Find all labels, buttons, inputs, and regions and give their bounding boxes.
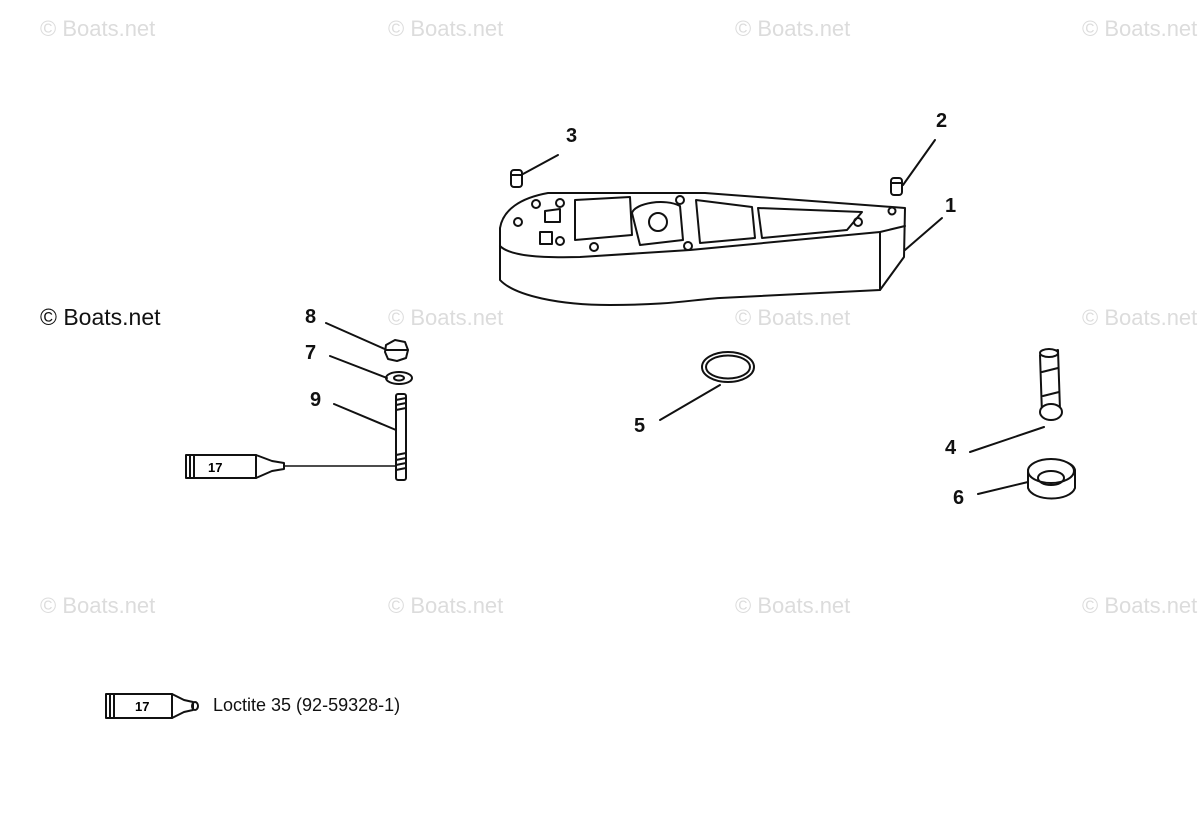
leader-line bbox=[329, 355, 388, 379]
leader-line bbox=[325, 322, 388, 351]
leader-line bbox=[333, 403, 397, 431]
watermark: © Boats.net bbox=[1082, 16, 1198, 41]
stud-part bbox=[395, 393, 407, 481]
legend-tube-number-label: 17 bbox=[135, 699, 149, 714]
leader-line bbox=[977, 481, 1029, 495]
copyright-label: © Boats.net bbox=[40, 304, 161, 330]
watermark: © Boats.net bbox=[735, 305, 851, 330]
callout-7: 7 bbox=[305, 342, 317, 364]
callout-4: 4 bbox=[945, 437, 957, 459]
callout-2: 2 bbox=[936, 110, 948, 132]
watermark: © Boats.net bbox=[1082, 593, 1198, 618]
sealant-legend-text: Loctite 35 (92-59328-1) bbox=[213, 695, 401, 715]
watermark: © Boats.net bbox=[388, 16, 504, 41]
callout-5: 5 bbox=[634, 415, 646, 437]
dowel-pin-3 bbox=[510, 169, 523, 188]
leader-line bbox=[969, 426, 1045, 453]
tube-number-label: 17 bbox=[208, 460, 222, 475]
watermark: © Boats.net bbox=[40, 16, 156, 41]
leader-line bbox=[522, 154, 559, 175]
watermark: © Boats.net bbox=[1082, 305, 1198, 330]
nut-part bbox=[384, 339, 409, 362]
watermark: © Boats.net bbox=[735, 16, 851, 41]
watermark: © Boats.net bbox=[735, 593, 851, 618]
watermark: © Boats.net bbox=[388, 593, 504, 618]
callout-3: 3 bbox=[566, 125, 578, 147]
watermark: © Boats.net bbox=[388, 305, 504, 330]
housing-part bbox=[499, 192, 906, 306]
leader-line bbox=[904, 217, 943, 251]
tube-part bbox=[1039, 348, 1063, 421]
callout-1: 1 bbox=[945, 195, 957, 217]
callout-8: 8 bbox=[305, 306, 317, 328]
callout-9: 9 bbox=[310, 389, 322, 411]
leader-line bbox=[659, 384, 721, 421]
washer-part bbox=[385, 371, 413, 385]
dowel-pin-2 bbox=[890, 177, 903, 196]
watermark: © Boats.net bbox=[40, 593, 156, 618]
o-ring-part bbox=[701, 351, 755, 383]
callout-6: 6 bbox=[953, 487, 965, 509]
leader-line bbox=[902, 139, 936, 186]
sealant-tube-icon bbox=[185, 454, 285, 479]
bushing-part bbox=[1027, 458, 1076, 500]
legend-tube-icon bbox=[105, 693, 199, 719]
